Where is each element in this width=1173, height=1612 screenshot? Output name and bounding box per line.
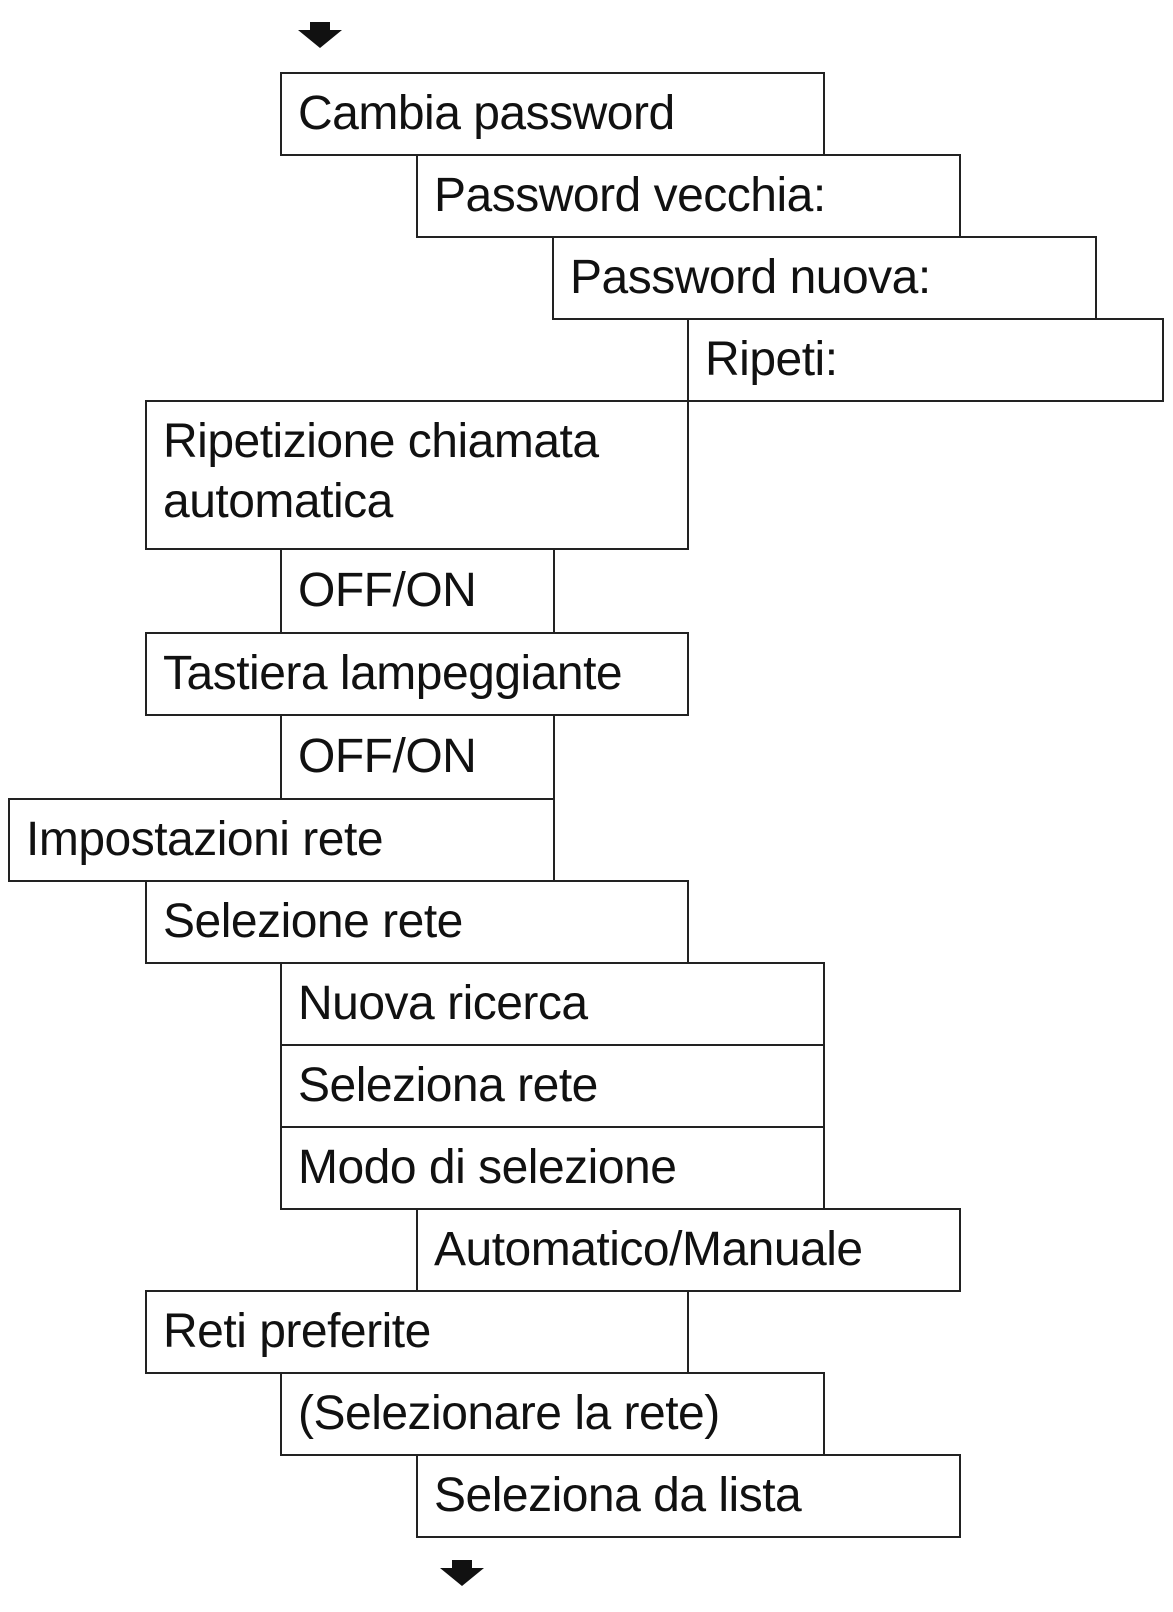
menu-item-ripeti[interactable]: Ripeti: (687, 318, 1164, 402)
menu-item-tastiera-lampeggiante[interactable]: Tastiera lampeggiante (145, 632, 689, 716)
menu-item-label: (Selezionare la rete) (298, 1387, 720, 1440)
menu-item-seleziona-da-lista[interactable]: Seleziona da lista (416, 1454, 961, 1538)
menu-item-password-nuova[interactable]: Password nuova: (552, 236, 1097, 320)
menu-item-label: Cambia password (298, 87, 675, 140)
menu-item-seleziona-rete[interactable]: Seleziona rete (280, 1044, 825, 1128)
menu-item-label: OFF/ON (298, 730, 477, 783)
menu-item-label: Seleziona rete (298, 1059, 598, 1112)
menu-item-nuova-ricerca[interactable]: Nuova ricerca (280, 962, 825, 1046)
menu-item-ripetizione-chiamata-automatica[interactable]: Ripetizione chiamata automatica (145, 400, 689, 550)
menu-item-label: Password nuova: (570, 251, 931, 304)
menu-item-label: Automatico/Manuale (434, 1223, 863, 1276)
menu-item-impostazioni-rete[interactable]: Impostazioni rete (8, 798, 555, 882)
menu-item-tastiera-off-on[interactable]: OFF/ON (280, 714, 555, 800)
menu-item-label: Nuova ricerca (298, 977, 588, 1030)
menu-item-label: OFF/ON (298, 564, 477, 617)
menu-item-password-vecchia[interactable]: Password vecchia: (416, 154, 961, 238)
menu-item-cambia-password[interactable]: Cambia password (280, 72, 825, 156)
menu-item-reti-preferite[interactable]: Reti preferite (145, 1290, 689, 1374)
menu-item-label: Impostazioni rete (26, 813, 384, 866)
menu-item-label-line2: automatica (163, 475, 393, 528)
menu-item-label: Reti preferite (163, 1305, 431, 1358)
menu-item-label: Modo di selezione (298, 1141, 677, 1194)
menu-item-label: Selezione rete (163, 895, 463, 948)
menu-item-label: Seleziona da lista (434, 1469, 802, 1522)
menu-item-automatico-manuale[interactable]: Automatico/Manuale (416, 1208, 961, 1292)
menu-item-modo-di-selezione[interactable]: Modo di selezione (280, 1126, 825, 1210)
menu-item-selezionare-la-rete[interactable]: (Selezionare la rete) (280, 1372, 825, 1456)
menu-item-label: Tastiera lampeggiante (163, 647, 623, 700)
menu-item-label-line1: Ripetizione chiamata (163, 415, 599, 468)
menu-item-selezione-rete[interactable]: Selezione rete (145, 880, 689, 964)
menu-item-ripetizione-off-on[interactable]: OFF/ON (280, 548, 555, 634)
menu-item-label: Password vecchia: (434, 169, 826, 222)
menu-item-label: Ripeti: (705, 333, 838, 386)
